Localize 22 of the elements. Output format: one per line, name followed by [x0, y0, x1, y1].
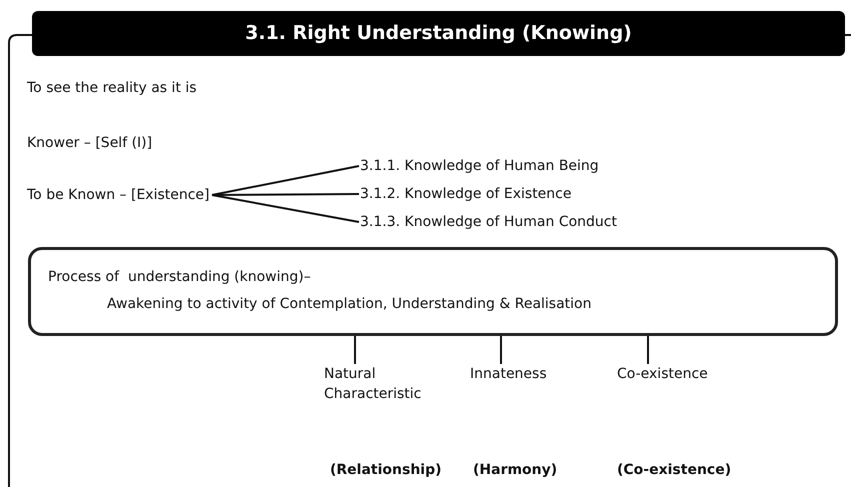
connector-line — [354, 336, 356, 364]
box-text: Awakening to activity of Contemplation, Understanding & Realisation — [107, 295, 592, 314]
connector-line — [212, 165, 360, 196]
title-banner: 3.1. Right Understanding (Knowing) — [32, 11, 845, 56]
bold-text: (Co-existence) — [617, 461, 732, 480]
bold-text: (Harmony) — [473, 461, 558, 480]
node-text: 3.1.2. Knowledge of Existence — [360, 184, 680, 204]
process-box — [28, 247, 838, 336]
plain-text: To see the reality as it is — [27, 79, 197, 98]
box-heading: Process of understanding (knowing)– — [48, 268, 311, 287]
plain-text: Knower – [Self (I)] — [27, 134, 152, 153]
node-text: Natural Characteristic — [324, 364, 454, 404]
node-text: 3.1.1. Knowledge of Human Being — [360, 156, 680, 176]
node-text: To be Known – [Existence] — [27, 185, 210, 205]
node-text: Innateness — [470, 364, 580, 384]
connector-line — [212, 193, 359, 196]
node-text: 3.1.3. Knowledge of Human Conduct — [360, 212, 680, 232]
bold-text: (Relationship) — [330, 461, 442, 480]
connector-line — [647, 336, 649, 364]
connector-line — [500, 336, 502, 364]
node-text: Co-existence — [617, 364, 737, 384]
connector-line — [212, 194, 360, 223]
